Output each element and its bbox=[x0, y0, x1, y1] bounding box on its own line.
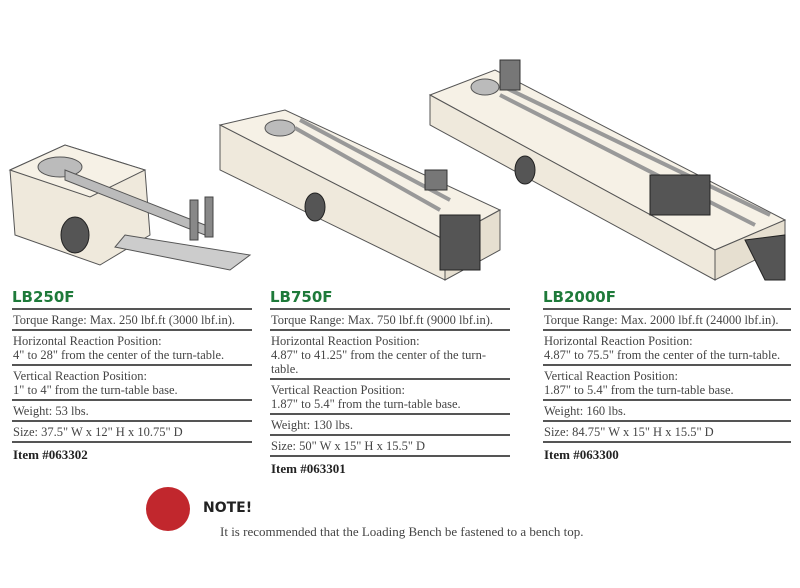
horizontal-reaction: Horizontal Reaction Position:4.87" to 75… bbox=[543, 329, 791, 364]
lb750f-image bbox=[218, 109, 502, 281]
note-text: It is recommended that the Loading Bench… bbox=[220, 524, 584, 539]
vertical-reaction: Vertical Reaction Position:1.87" to 5.4"… bbox=[270, 378, 510, 413]
weight: Weight: 160 lbs. bbox=[543, 399, 791, 420]
model-name: LB750F bbox=[270, 288, 333, 306]
torque-range: Torque Range: Max. 2000 lbf.ft (24000 lb… bbox=[543, 308, 791, 329]
vertical-label: Vertical Reaction Position: bbox=[13, 369, 148, 383]
size: Size: 50" W x 15" H x 15.5" D bbox=[270, 434, 510, 457]
vertical-value: 1" to 4" from the turn-table base. bbox=[13, 383, 178, 397]
torque-range: Torque Range: Max. 250 lbf.ft (3000 lbf.… bbox=[12, 308, 252, 329]
torque-range: Torque Range: Max. 750 lbf.ft (9000 lbf.… bbox=[270, 308, 510, 329]
horizontal-value: 4.87" to 75.5" from the center of the tu… bbox=[544, 348, 781, 362]
vertical-value: 1.87" to 5.4" from the turn-table base. bbox=[544, 383, 734, 397]
size: Size: 37.5" W x 12" H x 10.75" D bbox=[12, 420, 252, 443]
horizontal-value: 4.87" to 41.25" from the center of the t… bbox=[271, 348, 487, 376]
horizontal-label: Horizontal Reaction Position: bbox=[271, 334, 420, 348]
vertical-label: Vertical Reaction Position: bbox=[271, 383, 406, 397]
model-name: LB2000F bbox=[543, 288, 616, 306]
vertical-label: Vertical Reaction Position: bbox=[544, 369, 679, 383]
horizontal-label: Horizontal Reaction Position: bbox=[544, 334, 693, 348]
item-number: Item #063301 bbox=[271, 461, 346, 476]
horizontal-reaction: Horizontal Reaction Position:4" to 28" f… bbox=[12, 329, 252, 364]
vertical-reaction: Vertical Reaction Position:1.87" to 5.4"… bbox=[543, 364, 791, 399]
horizontal-value: 4" to 28" from the center of the turn-ta… bbox=[13, 348, 225, 362]
product-lb2000f: LB2000F Torque Range: Max. 2000 lbf.ft (… bbox=[543, 286, 791, 463]
size: Size: 84.75" W x 15" H x 15.5" D bbox=[543, 420, 791, 443]
item-number: Item #063302 bbox=[13, 447, 88, 462]
lb250f-image bbox=[8, 144, 252, 271]
vertical-reaction: Vertical Reaction Position:1" to 4" from… bbox=[12, 364, 252, 399]
product-lb250f: LB250F Torque Range: Max. 250 lbf.ft (30… bbox=[12, 286, 252, 463]
weight: Weight: 53 lbs. bbox=[12, 399, 252, 420]
horizontal-label: Horizontal Reaction Position: bbox=[13, 334, 162, 348]
item-number: Item #063300 bbox=[544, 447, 619, 462]
horizontal-reaction: Horizontal Reaction Position:4.87" to 41… bbox=[270, 329, 510, 378]
weight: Weight: 130 lbs. bbox=[270, 413, 510, 434]
product-lb750f: LB750F Torque Range: Max. 750 lbf.ft (90… bbox=[270, 286, 510, 477]
vertical-value: 1.87" to 5.4" from the turn-table base. bbox=[271, 397, 461, 411]
model-name: LB250F bbox=[12, 288, 75, 306]
lb2000f-image bbox=[428, 59, 787, 281]
note-circle-icon bbox=[146, 487, 190, 531]
note-title: NOTE! bbox=[203, 500, 253, 516]
